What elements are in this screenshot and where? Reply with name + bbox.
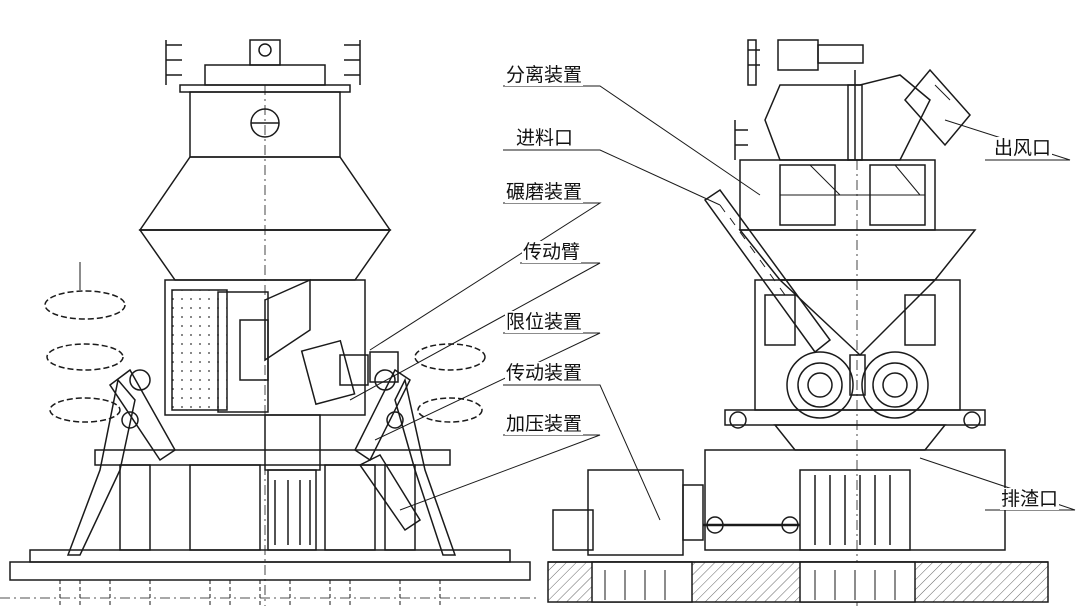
label-slag-outlet: 排渣口 — [1000, 488, 1060, 510]
left-view — [0, 39, 540, 606]
label-separator: 分离装置 — [505, 64, 584, 86]
leader-lines — [349, 85, 1076, 521]
label-feed-inlet: 进料口 — [515, 127, 575, 149]
label-limit-device: 限位装置 — [505, 311, 584, 333]
label-pressure-device: 加压装置 — [505, 413, 584, 435]
right-view — [547, 39, 1049, 606]
label-drive-device: 传动装置 — [505, 362, 584, 384]
label-drive-arm: 传动臂 — [522, 241, 582, 263]
label-grinding-device: 碾磨装置 — [505, 181, 584, 203]
label-air-outlet: 出风口 — [993, 137, 1053, 159]
